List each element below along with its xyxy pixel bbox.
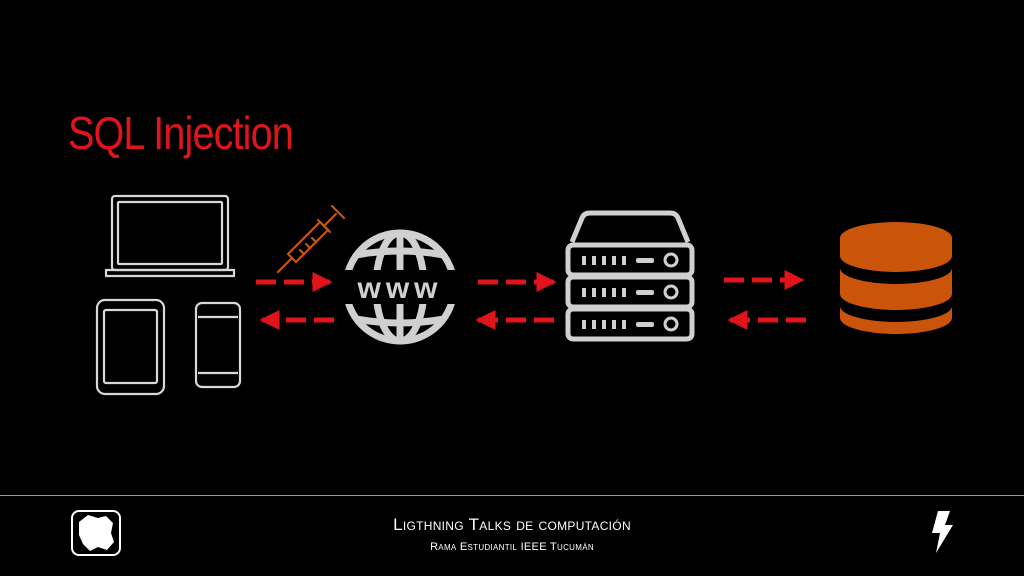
phone-icon	[194, 301, 242, 389]
architecture-diagram: www	[95, 194, 952, 396]
lightning-bolt-icon	[932, 511, 953, 553]
slide-title: SQL Injection	[68, 107, 294, 159]
request-arrows	[256, 270, 805, 292]
laptop-icon	[104, 194, 236, 278]
tucuman-map-emblem-icon	[71, 510, 121, 556]
footer-divider	[0, 495, 1024, 496]
footer-subtitle: Rama Estudiantil IEEE Tucumán	[430, 541, 594, 553]
server-rack-icon	[565, 210, 695, 342]
database-icon	[840, 222, 952, 334]
footer-title: Ligthning Talks de computación	[393, 515, 631, 534]
www-label: www	[356, 272, 442, 305]
globe-www-icon: www	[336, 229, 464, 345]
syringe-icon	[276, 204, 346, 274]
tablet-icon	[95, 298, 166, 396]
